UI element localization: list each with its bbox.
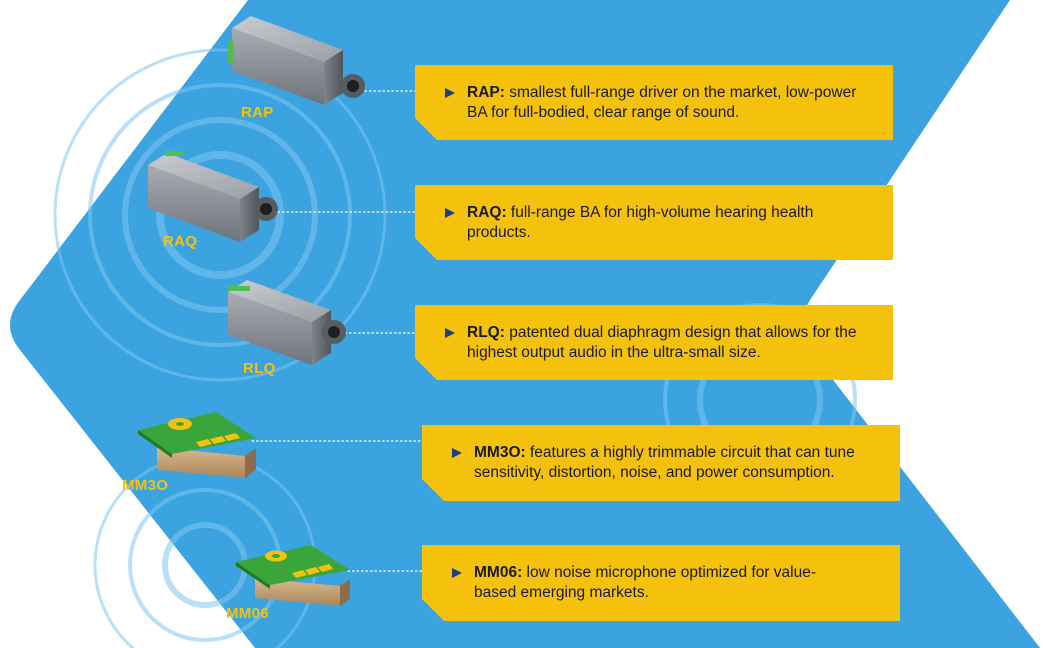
- triangle-bullet-icon: [452, 448, 462, 458]
- sound-wave-ring: [156, 151, 284, 279]
- callout-mm30: MM3O: features a highly trimmable circui…: [422, 425, 900, 501]
- callout-raq: RAQ: full-range BA for high-volume heari…: [415, 185, 893, 260]
- callout-mm06: MM06: low noise microphone optimized for…: [422, 545, 900, 621]
- sound-wave-ring: [53, 48, 387, 382]
- triangle-bullet-icon: [445, 328, 455, 338]
- callout-description: smallest full-range driver on the market…: [467, 83, 857, 121]
- receiver-component-icon: [148, 151, 278, 242]
- callout-rlq: RLQ: patented dual diaphragm design that…: [415, 305, 893, 380]
- product-label-raq: RAQ: [163, 233, 198, 250]
- mems-microphone-icon: [138, 412, 256, 478]
- product-label-rap: RAP: [241, 104, 274, 121]
- callout-description: patented dual diaphragm design that allo…: [467, 323, 857, 361]
- callout-rap: RAP: smallest full-range driver on the m…: [415, 65, 893, 140]
- triangle-bullet-icon: [445, 88, 455, 98]
- callout-description: full-range BA for high-volume hearing he…: [467, 203, 814, 241]
- callout-title: MM3O:: [474, 444, 526, 461]
- callout-title: MM06:: [474, 564, 523, 581]
- mems-microphone-icon: [236, 545, 350, 606]
- callout-title: RLQ:: [467, 323, 505, 341]
- callout-title: RAP:: [467, 83, 505, 101]
- sound-wave-ring: [88, 83, 352, 347]
- triangle-bullet-icon: [452, 568, 462, 578]
- product-label-rlq: RLQ: [243, 360, 276, 377]
- callout-description: low noise microphone optimized for value…: [474, 564, 817, 601]
- callout-description: features a highly trimmable circuit that…: [474, 444, 855, 481]
- product-label-mm06: MM06: [226, 605, 269, 622]
- sound-wave-ring: [122, 117, 318, 313]
- callout-title: RAQ:: [467, 203, 507, 221]
- receiver-component-icon: [228, 16, 365, 105]
- triangle-bullet-icon: [445, 208, 455, 218]
- product-label-mm30: MM3O: [122, 477, 169, 494]
- receiver-component-icon: [228, 280, 346, 365]
